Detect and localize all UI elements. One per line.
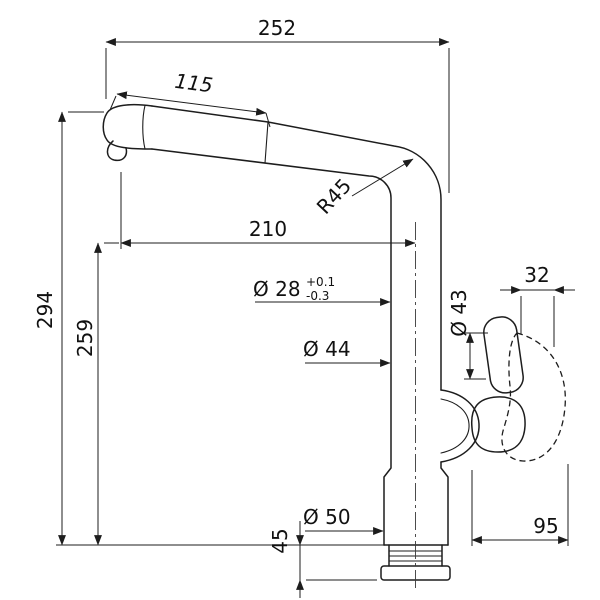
label-overall-width: 252 xyxy=(258,16,296,40)
spray-head-seam xyxy=(142,104,146,150)
label-hose-dia-tol-plus: +0.1 xyxy=(306,275,335,289)
label-hose-dia-tol-minus: -0.3 xyxy=(306,289,329,303)
handle-socket-inner xyxy=(440,398,470,454)
spray-nozzle xyxy=(106,140,128,162)
leader-r45 xyxy=(351,158,414,197)
dimension-lines xyxy=(56,38,575,598)
spout-top-edge xyxy=(151,105,442,391)
spout-bottom-edge xyxy=(151,148,392,546)
handle-joint-cap xyxy=(470,396,526,453)
spout-joint-line xyxy=(264,121,269,164)
handle-socket xyxy=(440,389,480,463)
body-right-wall xyxy=(440,461,449,546)
dim-line-115 xyxy=(116,91,267,116)
ext-line-115-left xyxy=(109,95,117,111)
label-body-height: 259 xyxy=(73,319,97,357)
label-handle-length: 95 xyxy=(533,514,558,538)
label-handle-top-width: 32 xyxy=(524,263,549,287)
label-spout-reach: 210 xyxy=(249,217,287,241)
label-base-dia: Ø 50 xyxy=(303,505,351,529)
faucet-outline xyxy=(102,103,566,592)
label-overall-height: 294 xyxy=(33,291,57,329)
lever-alternate-position xyxy=(501,332,566,462)
handle-base-cylinder xyxy=(483,316,524,394)
dimension-labels: 252 115 210 R45 294 259 Ø 28 +0.1 -0.3 Ø… xyxy=(33,16,559,554)
label-bend-radius: R45 xyxy=(312,174,356,219)
label-pipe-dia: Ø 44 xyxy=(303,337,351,361)
label-hose-dia: Ø 28 xyxy=(253,277,301,301)
label-shank-height: 45 xyxy=(268,528,292,553)
label-handle-base-dia: Ø 43 xyxy=(447,289,471,337)
label-spout-front-length: 115 xyxy=(173,69,214,98)
ext-line-115-right xyxy=(265,112,271,128)
